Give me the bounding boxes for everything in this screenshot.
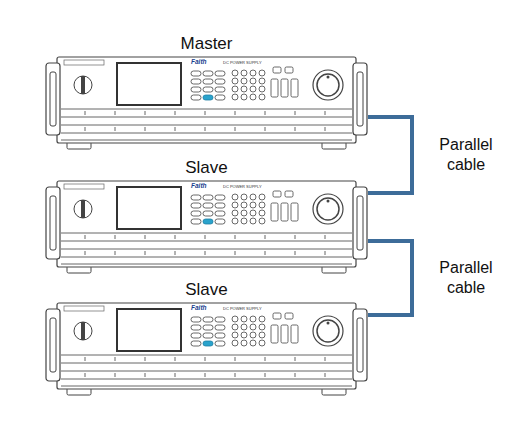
cable-label: Parallel cable — [424, 135, 508, 175]
unit-chassis: Faith DC POWER SUPPLY — [45, 55, 368, 151]
power-supply-drawing — [45, 179, 368, 275]
model-caption: DC POWER SUPPLY — [223, 307, 262, 311]
unit-chassis: Faith DC POWER SUPPLY — [45, 301, 368, 397]
unit-heading: Master — [45, 33, 368, 55]
model-caption: DC POWER SUPPLY — [223, 61, 262, 65]
unit-heading: Slave — [45, 157, 368, 179]
power-supply-drawing — [45, 301, 368, 397]
brand-logo: Faith — [191, 183, 207, 190]
power-supply-drawing — [45, 55, 368, 151]
brand-logo: Faith — [191, 305, 207, 312]
brand-logo: Faith — [191, 59, 207, 66]
cable-label: Parallel cable — [424, 258, 508, 298]
power-supply-unit: SlaveFaith DC POWER SUPPLY — [45, 279, 368, 397]
power-supply-unit: MasterFaith DC POWER SUPPLY — [45, 33, 368, 151]
parallel-cable — [368, 117, 412, 193]
parallel-cable — [368, 241, 412, 315]
unit-heading: Slave — [45, 279, 368, 301]
power-supply-unit: SlaveFaith DC POWER SUPPLY — [45, 157, 368, 275]
model-caption: DC POWER SUPPLY — [223, 185, 262, 189]
unit-chassis: Faith DC POWER SUPPLY — [45, 179, 368, 275]
